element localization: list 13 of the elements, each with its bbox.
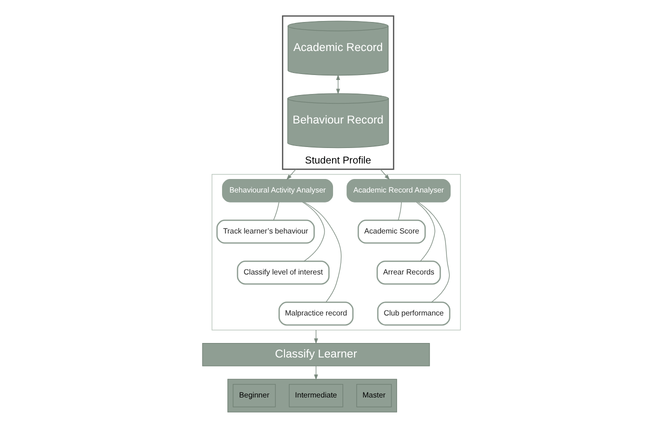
arrow <box>314 366 318 380</box>
connector <box>416 202 435 262</box>
connector <box>397 202 402 220</box>
arrow <box>380 168 390 180</box>
connector <box>272 202 279 220</box>
connector <box>417 202 450 302</box>
node-box: Classify Learner <box>202 342 430 366</box>
arrow <box>336 74 340 94</box>
cluster <box>226 378 397 412</box>
connector <box>302 202 324 262</box>
arrow <box>314 330 318 344</box>
arrow <box>286 168 296 180</box>
connector <box>303 202 342 302</box>
